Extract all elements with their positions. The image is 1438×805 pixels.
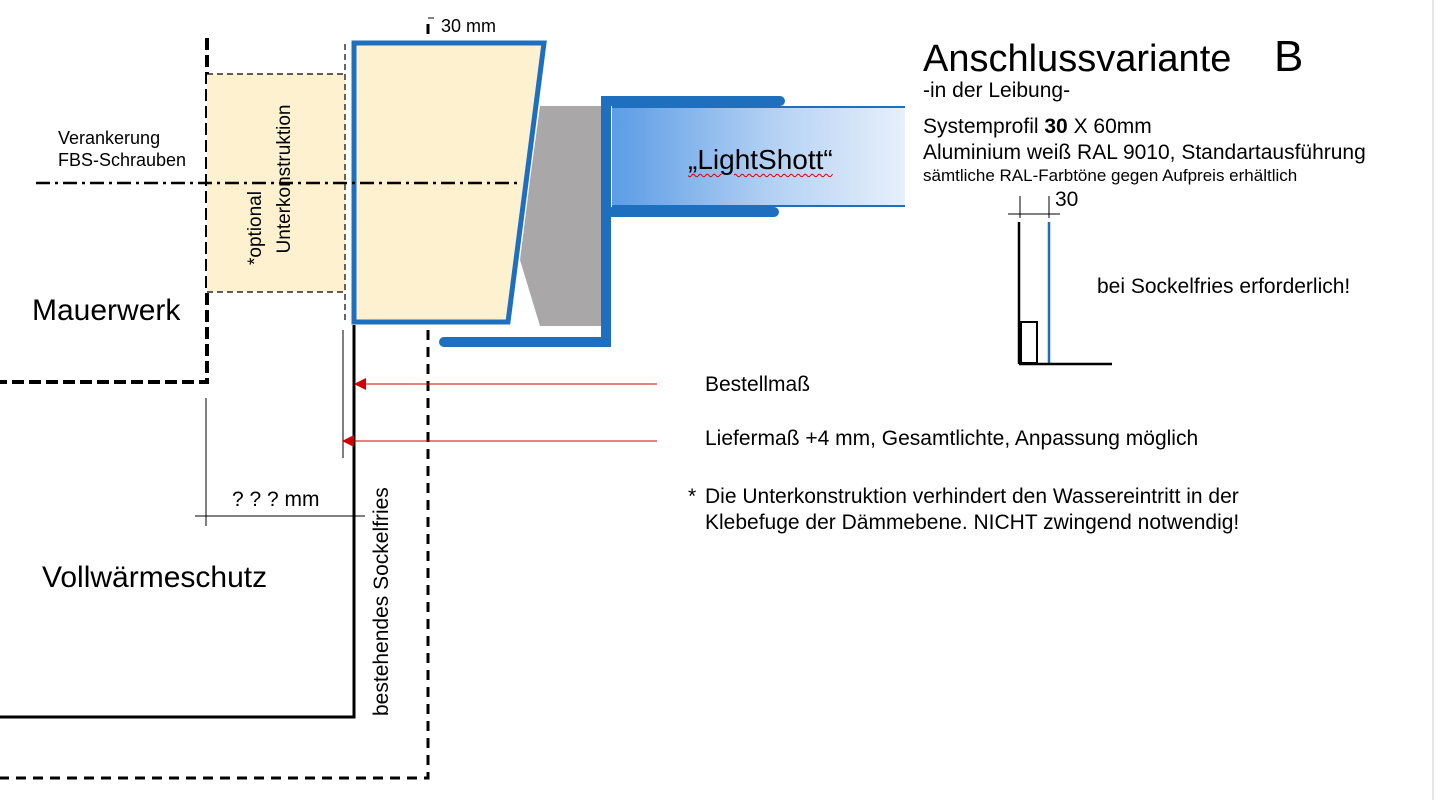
unknown-dimension-label: ? ? ? mm <box>232 488 320 511</box>
substructure-label: Unterkonstruktion <box>274 104 295 254</box>
system-profile <box>439 96 785 347</box>
title-main: Anschlussvariante <box>923 38 1232 80</box>
delivery-measure-label: Liefermaß +4 mm, Gesamtlichte, Anpassung… <box>705 427 1199 450</box>
sealing-wedge <box>520 106 604 326</box>
substructure-optional-label: *optional <box>245 191 266 265</box>
delivery-measure-arrowhead <box>342 435 354 447</box>
system-profile-prefix: Systemprofil <box>923 115 1045 138</box>
small-profile-note: bei Sockelfries erforderlich! <box>1097 275 1351 298</box>
title-variant: B <box>1274 32 1304 81</box>
substructure-outline <box>207 44 346 322</box>
system-profile-width: 30 <box>1044 115 1068 138</box>
small-profile-foot <box>1020 321 1038 364</box>
title-subtitle: -in der Leibung- <box>923 79 1071 102</box>
system-profile-material: Aluminium weiß RAL 9010, Standartausführ… <box>923 141 1366 164</box>
system-profile-heading: Systemprofil 30 X 60mm <box>923 116 1152 137</box>
small-profile-dimension: 30 <box>1055 188 1079 211</box>
anchoring-label-line2: FBS-Schrauben <box>58 150 187 170</box>
anchoring-label-line1: Verankerung <box>58 128 161 148</box>
system-profile-suffix: X 60mm <box>1067 115 1152 138</box>
footnote-line1: Die Unterkonstruktion verhindert den Was… <box>705 485 1239 508</box>
dimension-30mm: 30 mm <box>441 16 497 36</box>
footnote-line2: Klebefuge der Dämmebene. NICHT zwingend … <box>705 511 1240 534</box>
masonry-outline <box>0 38 209 384</box>
existing-plinth-outline <box>0 24 430 780</box>
order-measure-label: Bestellmaß <box>705 373 811 396</box>
product-name: „LightShott“ <box>688 144 833 175</box>
insulation-label: Vollwärmeschutz <box>42 561 268 594</box>
footnote-marker: * <box>688 485 697 508</box>
product-label: „LightShott“ <box>688 146 833 174</box>
lightshott-pane <box>612 107 905 206</box>
order-measure-arrowhead <box>354 378 366 390</box>
system-profile-colors-note: sämtliche RAL-Farbtöne gegen Aufpreis er… <box>923 166 1298 185</box>
insulation-outline <box>0 325 356 719</box>
masonry-label: Mauerwerk <box>32 294 181 327</box>
existing-plinth-label: bestehendes Sockelfries <box>370 487 393 716</box>
